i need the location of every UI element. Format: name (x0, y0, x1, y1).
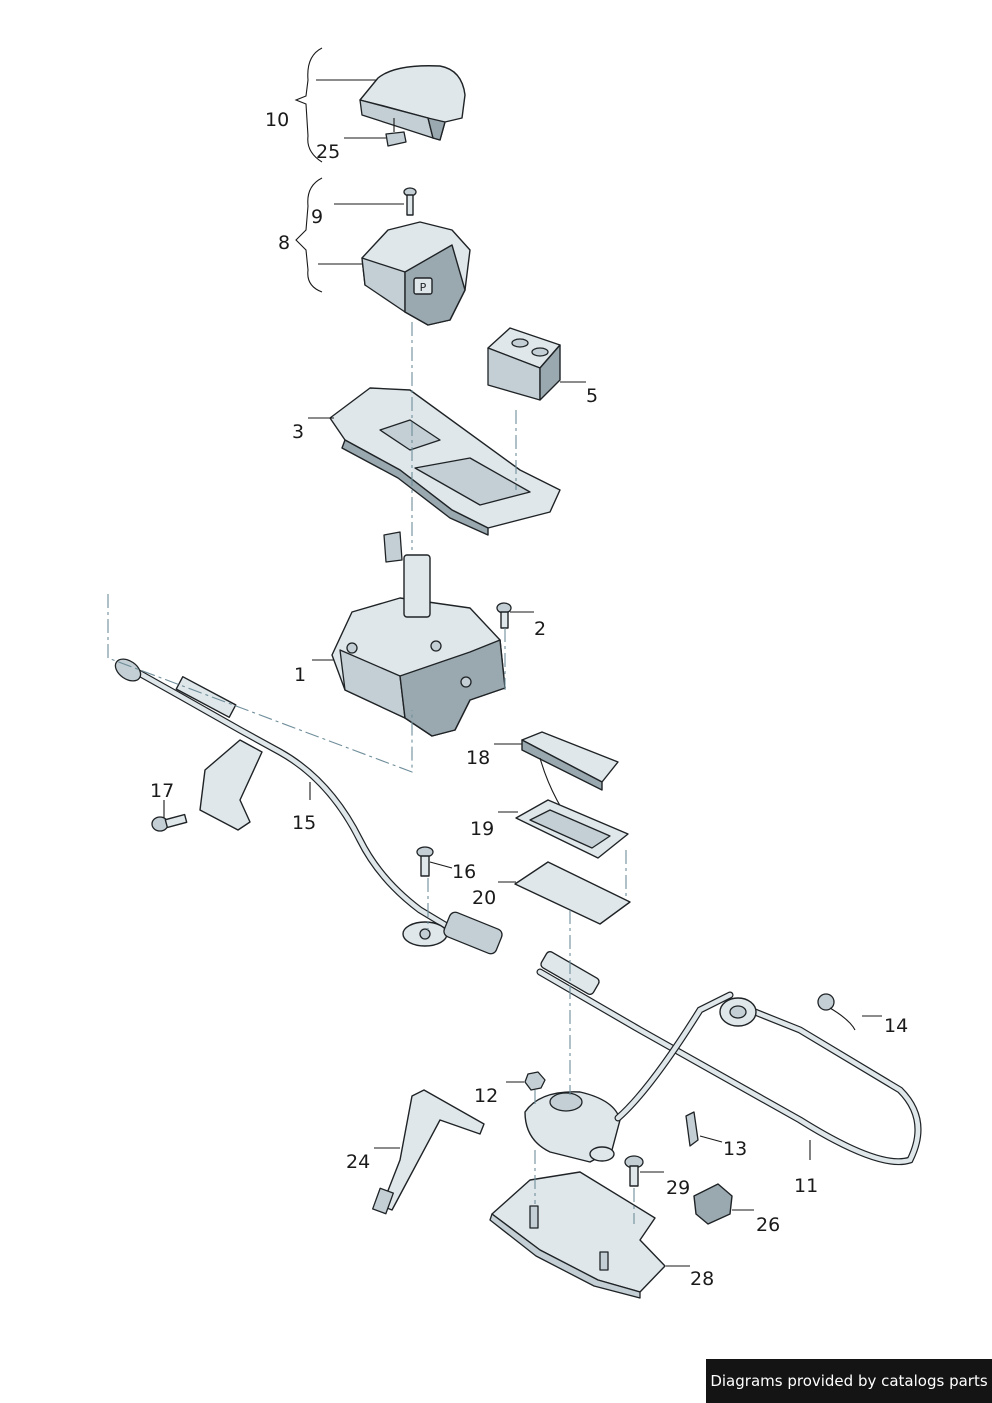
part-16-bolt (416, 846, 434, 877)
callout-16: 16 (452, 861, 476, 883)
part-2-screw (496, 602, 512, 629)
group-bracket-8 (295, 177, 323, 293)
alignment-lines (107, 322, 635, 1224)
callout-2: 2 (534, 618, 546, 640)
callout-9: 9 (311, 206, 323, 228)
part-12-nut (524, 1071, 546, 1091)
callout-3: 3 (292, 421, 304, 443)
credit-text: Diagrams provided by catalogs parts (710, 1372, 988, 1390)
callout-1: 1 (294, 664, 306, 686)
leader-lines (163, 79, 882, 1267)
part-19-frame (515, 799, 629, 859)
callout-5: 5 (586, 385, 598, 407)
callout-24: 24 (346, 1151, 370, 1173)
callout-labels: 10 25 9 8 5 3 2 1 18 17 15 19 16 20 14 1… (150, 109, 908, 1290)
callout-26: 26 (756, 1214, 780, 1236)
part-18-cover-plate (521, 731, 619, 836)
callout-25: 25 (316, 141, 340, 163)
part-29-screw (624, 1155, 644, 1187)
callout-28: 28 (690, 1268, 714, 1290)
callout-12: 12 (474, 1085, 498, 1107)
callout-20: 20 (472, 887, 496, 909)
selector-cable-housing (524, 991, 734, 1163)
part-5-switch-module (487, 327, 561, 401)
callout-15: 15 (292, 812, 316, 834)
callout-11: 11 (794, 1175, 818, 1197)
callout-13: 13 (723, 1138, 747, 1160)
callout-17: 17 (150, 780, 174, 802)
part-3-trim-panel (329, 387, 561, 536)
callout-29: 29 (666, 1177, 690, 1199)
part-14-clip (817, 993, 856, 1031)
group-bracket-10 (294, 47, 323, 163)
callout-18: 18 (466, 747, 490, 769)
callout-10: 10 (265, 109, 289, 131)
part-17-bolt (151, 813, 188, 832)
part-15-shift-cable (114, 658, 474, 944)
part-20-gasket (514, 861, 631, 925)
part-8-selector-lever: P (361, 221, 471, 326)
callout-8: 8 (278, 232, 290, 254)
credit-banner: Diagrams provided by catalogs parts (706, 1359, 992, 1403)
park-button-label: P (420, 281, 427, 294)
part-9-screw (403, 187, 417, 216)
callout-19: 19 (470, 818, 494, 840)
part-25-clip (385, 118, 407, 147)
part-1-shifter-mechanism (331, 531, 506, 737)
part-28-base-plate (489, 1171, 666, 1299)
callout-14: 14 (884, 1015, 908, 1037)
part-10-knob-cover (359, 65, 466, 141)
part-24-release-lever (372, 1089, 485, 1215)
part-26-clamp (693, 1183, 733, 1225)
cable-end-fitting (402, 911, 503, 955)
part-13-clip (685, 1111, 699, 1147)
